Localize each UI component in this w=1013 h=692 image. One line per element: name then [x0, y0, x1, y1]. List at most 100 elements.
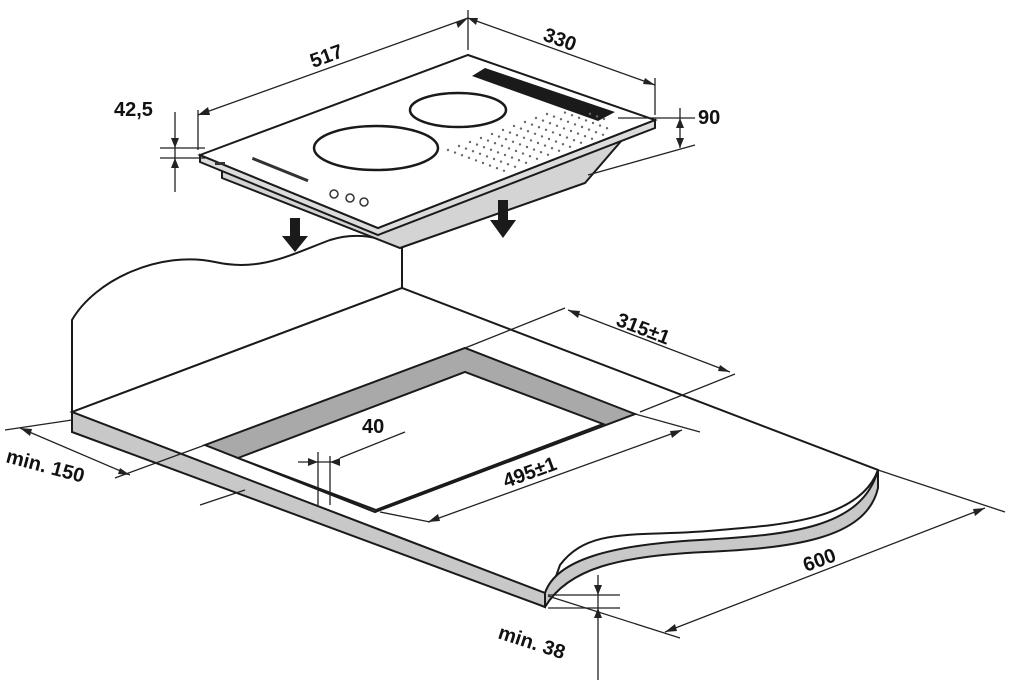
perforation-dot [467, 156, 471, 159]
perforation-dot [493, 142, 497, 145]
cooking-zone-small [408, 91, 508, 129]
perforation-dot [566, 120, 570, 124]
perforation-dot [563, 111, 567, 114]
dimension-lines [4, 10, 1006, 680]
perforation-dot [572, 139, 576, 142]
perforation-dot [523, 120, 527, 124]
perforation-dot [515, 134, 519, 137]
perforation-dot [506, 163, 510, 166]
perforation-dot [576, 132, 580, 135]
label-cutout-front-gap: 40 [362, 416, 384, 438]
perforation-dot [577, 116, 581, 120]
perforation-dot [528, 155, 532, 158]
label-cutout-depth: 315±1 [613, 309, 673, 349]
perforation-dot [502, 169, 506, 172]
perforation-dot [552, 115, 556, 118]
perforation-dot [521, 152, 525, 155]
countertop [69, 234, 880, 609]
perforation-dot [548, 122, 552, 125]
perforation-dot [584, 119, 588, 122]
perforation-dot [496, 151, 500, 154]
perforation-dot [475, 143, 479, 146]
countertop-left-edge [71, 410, 546, 609]
perforation-dot [558, 133, 562, 137]
perforation-dot [590, 137, 594, 140]
perforation-dot [537, 126, 541, 129]
perforation-dot [522, 136, 526, 139]
perforation-dot [595, 115, 599, 118]
perforation-dot [533, 132, 537, 135]
perforation-dot [499, 160, 503, 163]
perforation-dot [583, 135, 587, 138]
hob-controls [215, 156, 369, 207]
perforation-dot [507, 147, 511, 150]
perforation-dot [535, 157, 539, 160]
perforation-dot [497, 135, 501, 138]
perforation-dot [545, 112, 549, 116]
perforation-dot [602, 117, 606, 121]
perforation-dot [471, 150, 475, 153]
perforation-dot [492, 157, 496, 161]
perforation-dot [598, 124, 602, 127]
perforation-dot [555, 124, 559, 128]
perforation-dot [591, 121, 595, 125]
cooking-zone-large [312, 124, 440, 172]
hob-glass-top [197, 53, 658, 230]
label-min-countertop-thickness: min. 38 [495, 622, 567, 664]
perforation-dot [500, 144, 504, 147]
perforation-dot [510, 156, 514, 159]
perforation-dot [501, 128, 505, 132]
perforation-dot [518, 143, 522, 146]
perforation-dot [573, 123, 577, 126]
hob [197, 53, 658, 250]
perforation-dot [511, 140, 515, 143]
perforation-dot [543, 144, 547, 147]
perforation-dot [539, 151, 543, 154]
label-hob-height: 90 [698, 107, 720, 129]
perforation-dot [490, 132, 494, 136]
perforation-dot [513, 165, 517, 168]
perforation-dot [540, 135, 544, 138]
perforation-dot [485, 155, 489, 158]
perforation-dot [504, 138, 508, 141]
countertop-backwall [71, 234, 403, 414]
perforation-dot [530, 123, 534, 126]
perforation-dot [508, 131, 512, 134]
perforation-dot [544, 128, 548, 131]
perforation-dot [503, 153, 507, 157]
hob-vent-slot [472, 68, 615, 121]
perforation-dot [529, 139, 533, 142]
label-hob-width: 517 [307, 41, 346, 73]
perforation-dot [519, 127, 523, 130]
control-knob-2 [345, 193, 355, 203]
perforation-dot [526, 130, 530, 133]
perforation-dot [453, 151, 457, 154]
perforation-dot [550, 147, 554, 150]
perforation-dot [580, 125, 584, 129]
perforation-dot [512, 124, 516, 128]
perforation-dot [588, 112, 592, 116]
perforation-dot [579, 141, 583, 144]
down-arrow-icon [490, 200, 516, 238]
perforation-dot [547, 137, 551, 141]
perforation-dot [478, 152, 482, 155]
perforation-dot [551, 131, 555, 134]
perforation-dot [554, 140, 558, 143]
control-knob-3 [359, 197, 369, 207]
label-countertop-depth: 600 [800, 545, 839, 577]
perforation-dot [569, 129, 573, 133]
perforation-dot [601, 133, 605, 136]
perforation-dot [565, 136, 569, 139]
perforation-dot [532, 148, 536, 151]
perforation-dot [460, 154, 464, 157]
perforation-dot [536, 141, 540, 145]
perforation-dot [489, 148, 493, 151]
perforation-dot [559, 118, 563, 121]
dimension-arrowheads [20, 18, 985, 632]
perforation-dot [514, 149, 518, 153]
perforation-dot [481, 161, 485, 165]
perforation-dot [446, 148, 450, 152]
perforation-dot [587, 128, 591, 131]
perforation-dot [457, 144, 461, 148]
